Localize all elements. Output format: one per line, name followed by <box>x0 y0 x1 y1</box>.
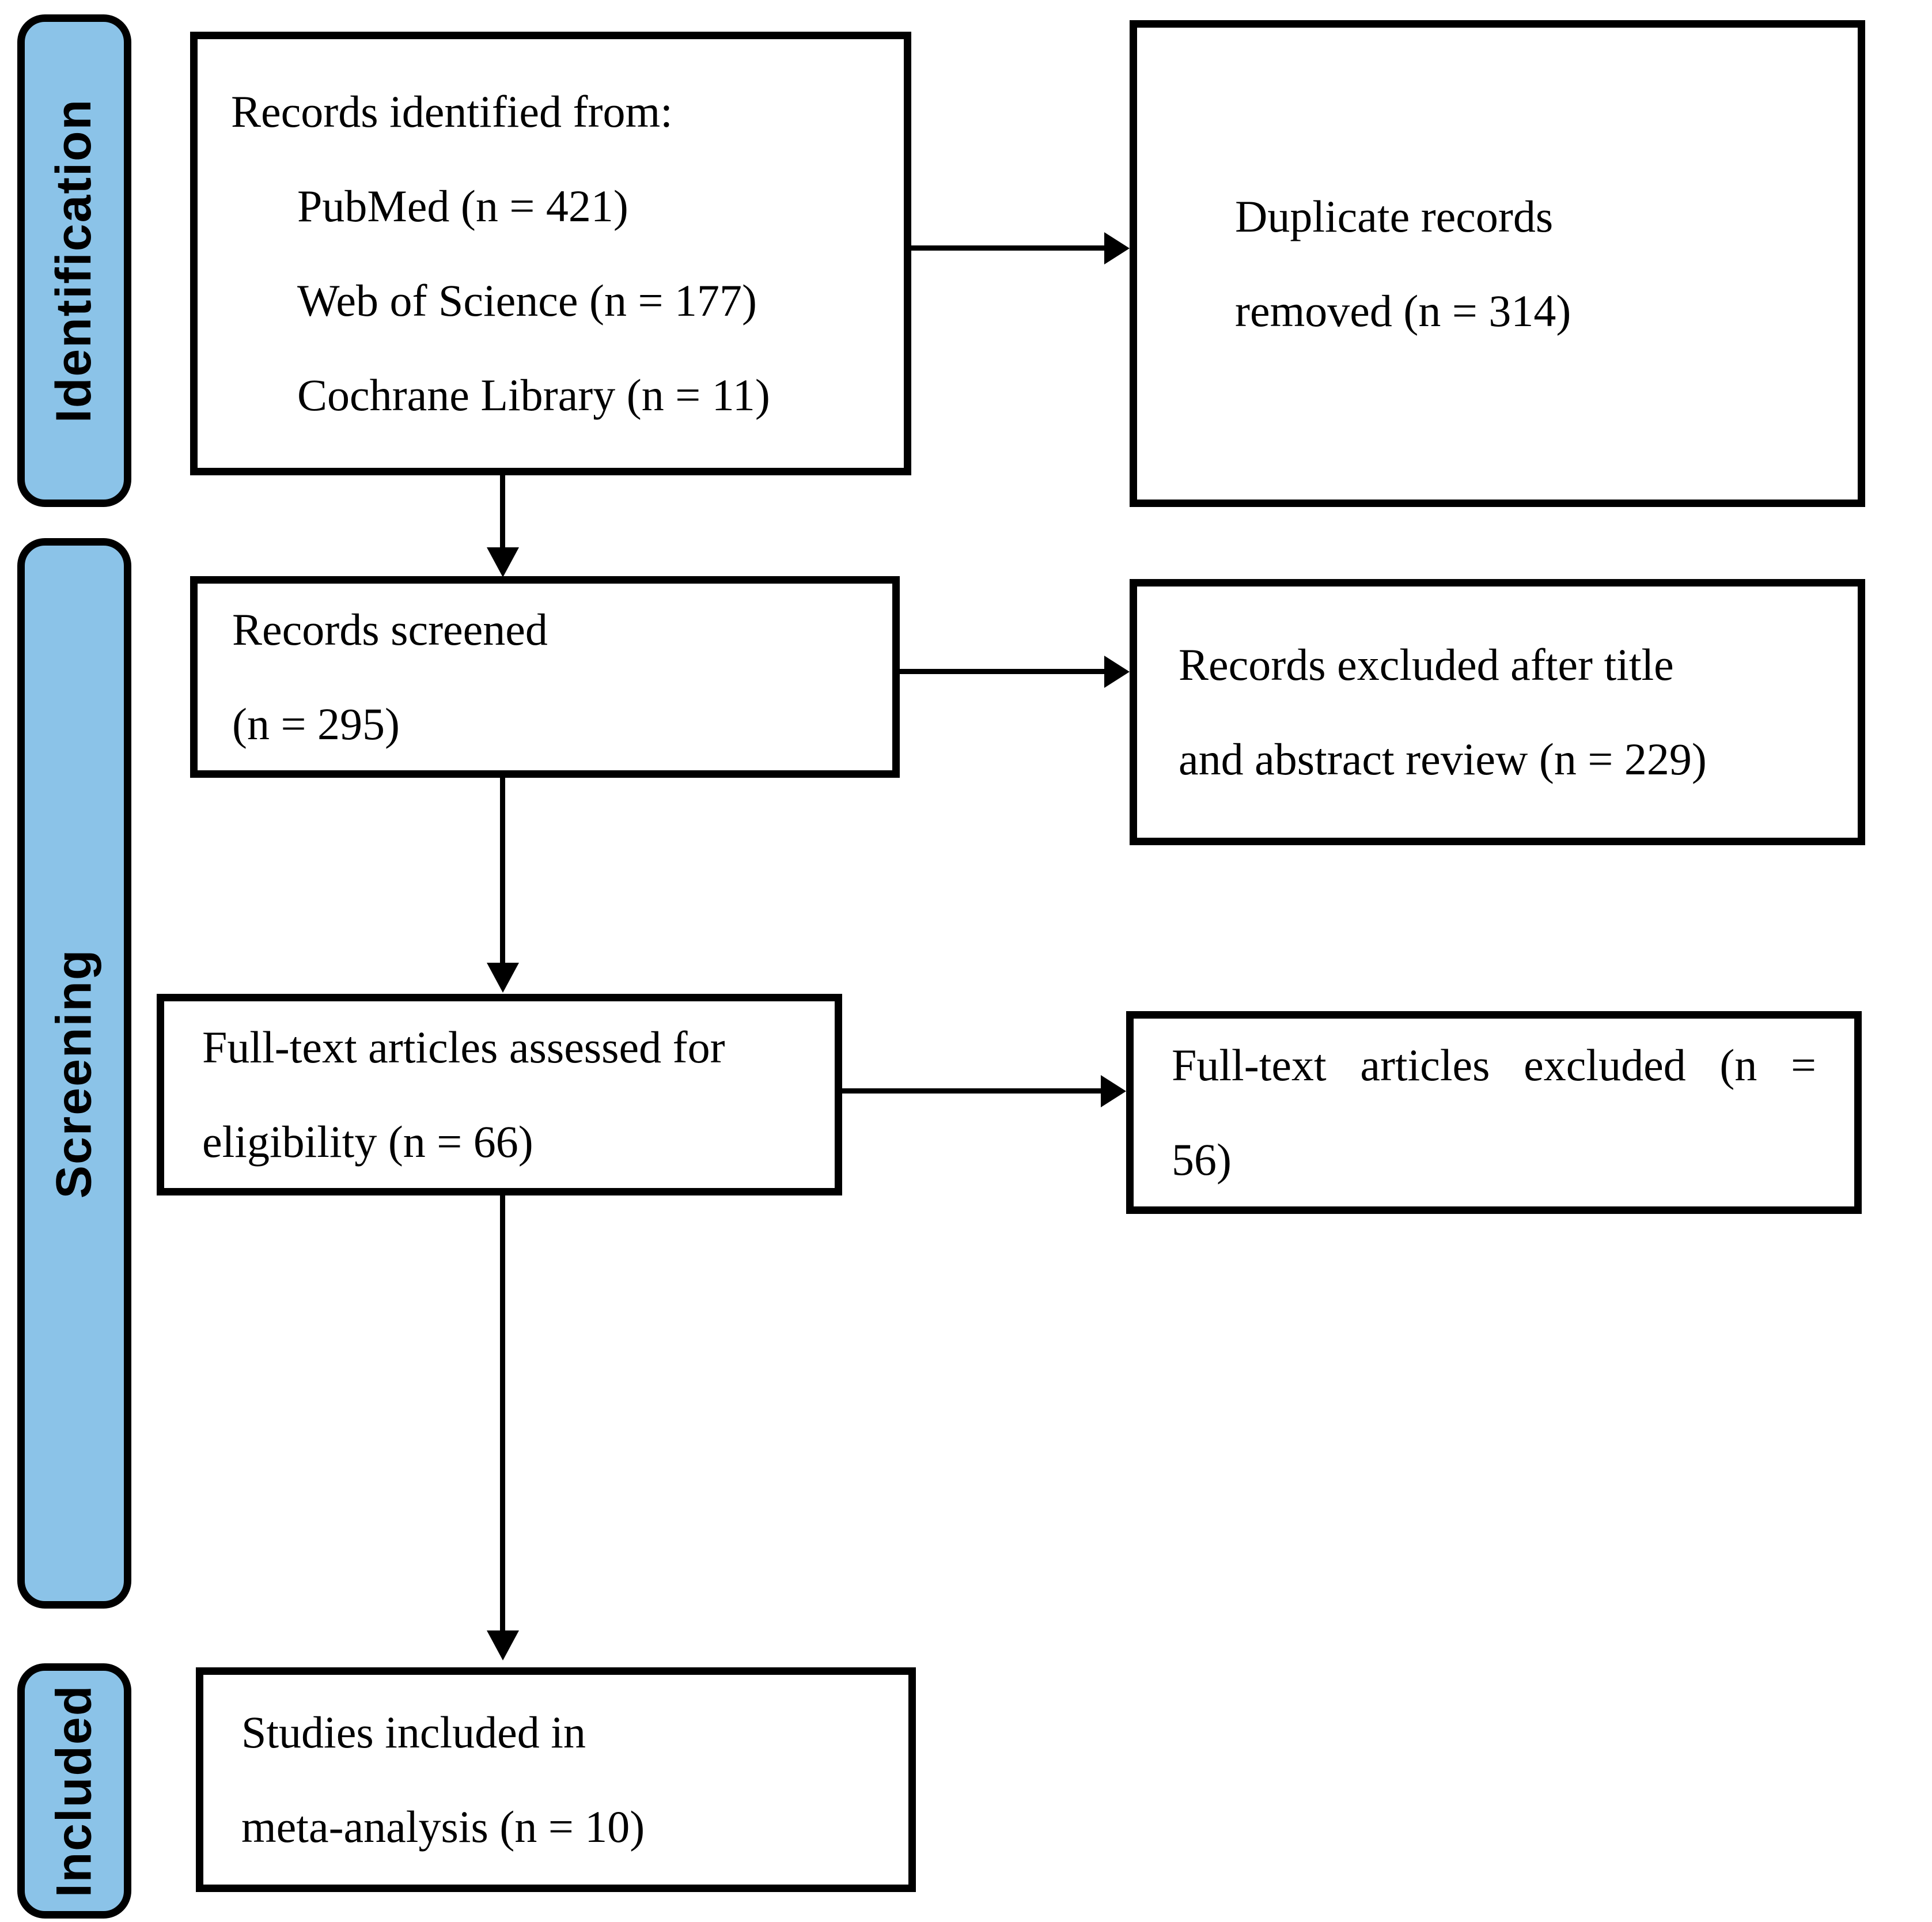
arrowhead-down-icon <box>487 963 519 993</box>
box-line: eligibility (n = 66) <box>202 1117 533 1167</box>
box-line: (n = 295) <box>232 699 400 749</box>
box-records-identified: Records identified from: PubMed (n = 421… <box>190 32 911 475</box>
box-line: Studies included in <box>241 1707 586 1757</box>
arrowhead-down-icon <box>487 1630 519 1660</box>
box-line: Records excluded after title <box>1179 640 1674 690</box>
box-line: PubMed (n = 421) <box>297 181 628 231</box>
arrowhead-right-icon <box>1104 656 1130 688</box>
box-line: Web of Science (n = 177) <box>297 275 757 326</box>
box-records-screened: Records screened (n = 295) <box>190 576 900 778</box>
arrow-shaft <box>500 1194 505 1632</box>
box-line: Records identified from: <box>231 86 673 137</box>
box-line: meta-analysis (n = 10) <box>241 1802 645 1852</box>
arrowhead-down-icon <box>487 547 519 577</box>
arrow-shaft <box>904 245 1105 251</box>
box-duplicates-removed: Duplicate records removed (n = 314) <box>1130 20 1865 507</box>
box-records-excluded: Records excluded after title and abstrac… <box>1130 579 1865 845</box>
box-line: Full-text articles excluded (n = <box>1172 1040 1816 1090</box>
stage-pill-screening: Screening <box>17 538 131 1609</box>
box-line: removed (n = 314) <box>1235 285 1571 336</box>
box-line: and abstract review (n = 229) <box>1179 734 1707 784</box>
arrow-shaft <box>896 669 1105 674</box>
box-fulltext-excluded: Full-text articles excluded (n = 56) <box>1126 1011 1862 1214</box>
stage-label-identification: Identification <box>46 98 102 423</box>
arrowhead-right-icon <box>1101 1075 1126 1107</box>
box-studies-included: Studies included in meta-analysis (n = 1… <box>196 1667 916 1892</box>
box-line: Cochrane Library (n = 11) <box>297 370 770 420</box>
box-line: Records screened <box>232 604 548 654</box>
arrow-shaft <box>500 472 505 548</box>
box-line: Duplicate records <box>1235 191 1554 241</box>
arrowhead-right-icon <box>1104 232 1130 264</box>
box-line: Full-text articles assessed for <box>202 1022 725 1072</box>
arrow-shaft <box>839 1088 1101 1094</box>
box-line: 56) <box>1172 1134 1232 1185</box>
arrow-shaft <box>500 778 505 963</box>
box-fulltext-assessed: Full-text articles assessed for eligibil… <box>157 994 842 1195</box>
stage-pill-included: Included <box>17 1663 131 1919</box>
stage-label-included: Included <box>46 1684 102 1898</box>
stage-pill-identification: Identification <box>17 14 131 507</box>
stage-label-screening: Screening <box>46 948 102 1198</box>
